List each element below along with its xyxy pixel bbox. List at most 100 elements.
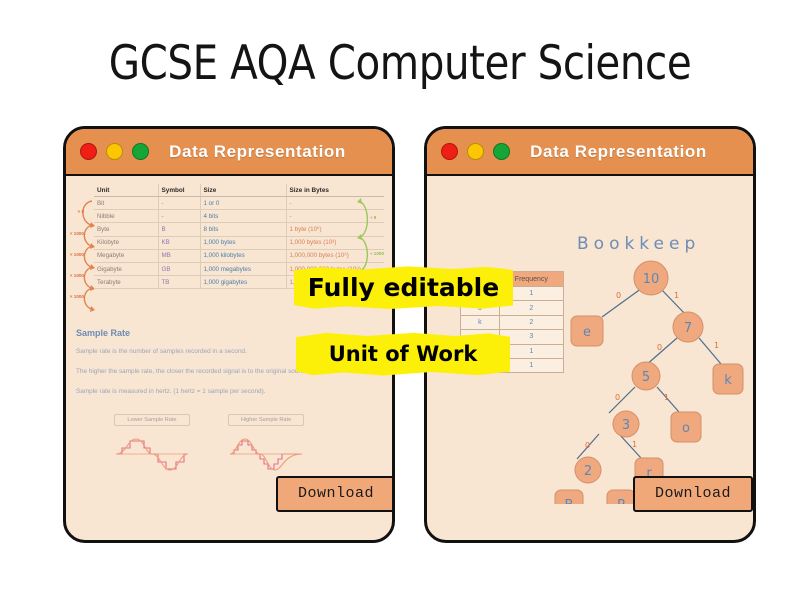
cell-symbol: -	[157, 209, 200, 224]
cell-size: 1,000 megabytes	[199, 262, 286, 277]
download-button-left[interactable]: Download	[276, 476, 392, 512]
tree-leaf-o: o	[682, 421, 690, 436]
multiply-arrows-icon	[82, 200, 95, 312]
cell-bytes: 1 byte (10⁰)	[285, 222, 384, 237]
close-dot-red-icon[interactable]	[441, 143, 458, 160]
maximise-dot-green-icon[interactable]	[493, 143, 510, 160]
tree-leaf-P: P	[617, 498, 625, 504]
traffic-lights-left	[80, 143, 149, 160]
cell-symbol: -	[157, 196, 200, 211]
divide-label-0: ÷ 8	[370, 215, 377, 220]
edge-label-1: 1	[632, 440, 637, 449]
cell-size: 1 or 0	[199, 196, 286, 211]
table-row: Kilobyte KB 1,000 bytes 1,000 bytes (10³…	[94, 236, 384, 250]
window-title-right: Data Representation	[530, 141, 707, 161]
table-row: Megabyte MB 1,000 kilobytes 1,000,000 by…	[94, 249, 384, 263]
lower-sample-rate-graph: Lower Sample Rate	[114, 414, 190, 481]
tree-leaf-B: B	[565, 498, 574, 504]
table-row: Bit - 1 or 0 -	[94, 196, 384, 211]
cell-bytes: 1,000,000 bytes (10⁶)	[285, 249, 384, 263]
tree-node-2: 2	[584, 464, 592, 479]
multiply-label-2: × 1000	[69, 252, 84, 257]
higher-sample-rate-caption: Higher Sample Rate	[228, 414, 304, 426]
tree-node-3: 3	[622, 418, 630, 433]
cell-unit: Gigabyte	[94, 262, 158, 277]
table-row: Byte B 8 bits 1 byte (10⁰)	[94, 222, 384, 237]
tree-leaf-e: e	[583, 325, 591, 340]
divide-arrows-icon	[357, 198, 369, 272]
tree-leaf-k: k	[724, 373, 732, 388]
multiply-arrows-group: × 8 × 1000 × 1000 × 1000 × 1000	[66, 195, 96, 315]
edge-label-0: 0	[657, 343, 662, 352]
units-table-header-row: Unit Symbol Size Size in Bytes	[94, 184, 384, 197]
units-col-bytes: Size in Bytes	[285, 184, 384, 197]
multiply-label-4: × 1000	[69, 294, 84, 299]
cell-frequency: 1	[498, 357, 565, 374]
tree-node-10: 10	[643, 272, 660, 287]
cell-unit: Megabyte	[94, 249, 158, 263]
lower-sample-rate-caption: Lower Sample Rate	[114, 414, 190, 426]
cell-size: 1,000 kilobytes	[199, 249, 286, 263]
window-titlebar-left: Data Representation	[66, 129, 392, 176]
table-row: k 2	[460, 314, 565, 331]
divide-label-1: ÷ 1000	[370, 251, 385, 256]
cell-frequency: 2	[498, 314, 565, 331]
cell-symbol: B	[157, 222, 200, 237]
edge-label-1: 1	[674, 291, 679, 300]
cell-unit: Byte	[94, 222, 158, 237]
window-titlebar-right: Data Representation	[427, 129, 753, 176]
cell-size: 4 bits	[199, 209, 286, 224]
window-title-left: Data Representation	[169, 141, 346, 161]
freq-col-frequency: Frequency	[498, 271, 565, 287]
edge-label-0: 0	[585, 441, 590, 450]
huffman-tree-diagram: 10 7 5 3 2 e k o	[554, 260, 744, 504]
minimise-dot-yellow-icon[interactable]	[467, 143, 484, 160]
divide-arrows-group: ÷ 8 ÷ 1000	[356, 195, 390, 285]
edge-label-1: 1	[664, 393, 669, 402]
cell-symbol: GB	[157, 262, 200, 277]
cell-unit: Terabyte	[94, 275, 158, 290]
huffman-word-title: Bookkeep	[577, 234, 701, 254]
sample-rate-line-2: The higher the sample rate, the closer t…	[76, 368, 308, 375]
sample-rate-line-1: Sample rate is the number of samples rec…	[76, 348, 247, 355]
units-col-unit: Unit	[94, 184, 158, 197]
cell-size: 8 bits	[199, 222, 286, 237]
tree-node-5: 5	[642, 370, 650, 385]
multiply-label-1: × 1000	[69, 231, 84, 236]
cell-size: 1,000 bytes	[199, 236, 286, 250]
cell-symbol: KB	[157, 236, 200, 250]
close-dot-red-icon[interactable]	[80, 143, 97, 160]
cell-letter: k	[460, 314, 500, 331]
edge-label-1: 1	[714, 341, 719, 350]
cell-unit: Kilobyte	[94, 236, 158, 250]
cell-frequency: 1	[498, 285, 565, 302]
table-row: Nibble - 4 bits -	[94, 209, 384, 224]
cell-unit: Nibble	[94, 209, 158, 224]
cell-size: 1,000 gigabytes	[199, 275, 286, 290]
edge-label-0: 0	[616, 291, 621, 300]
banner-unit-of-work: Unit of Work	[296, 332, 510, 376]
tree-node-7: 7	[684, 321, 692, 336]
multiply-label-0: × 8	[77, 209, 84, 214]
edge-label-0: 0	[615, 393, 620, 402]
cell-bytes: -	[285, 209, 384, 224]
units-col-size: Size	[199, 184, 286, 197]
sample-rate-line-3: Sample rate is measured in hertz. (1 her…	[76, 388, 266, 395]
cell-bytes: 1,000 bytes (10³)	[285, 236, 384, 250]
minimise-dot-yellow-icon[interactable]	[106, 143, 123, 160]
cell-symbol: MB	[157, 249, 200, 263]
units-col-symbol: Symbol	[157, 184, 200, 197]
traffic-lights-right	[441, 143, 510, 160]
download-button-right[interactable]: Download	[633, 476, 753, 512]
cell-unit: Bit	[94, 196, 158, 211]
cell-frequency: 3	[498, 329, 565, 345]
tree-leaf-r: r	[646, 466, 652, 481]
maximise-dot-green-icon[interactable]	[132, 143, 149, 160]
sample-rate-heading: Sample Rate	[76, 328, 131, 338]
banner-fully-editable: Fully editable	[294, 266, 513, 309]
cell-frequency: 2	[498, 300, 565, 316]
higher-sample-rate-graph: Higher Sample Rate	[228, 414, 304, 481]
page-title: GCSE AQA Computer Science	[108, 36, 692, 91]
cell-symbol: TB	[157, 275, 200, 290]
